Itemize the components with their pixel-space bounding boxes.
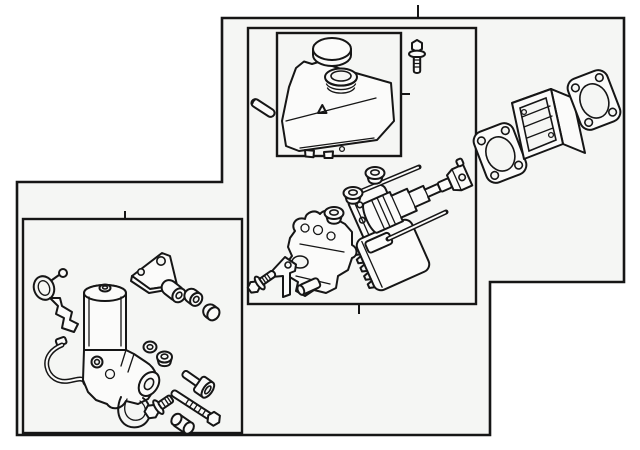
inset-box-master-cylinder[interactable] — [246, 26, 478, 306]
reservoir-assembly[interactable] — [281, 37, 395, 159]
stopper-bolt[interactable] — [245, 267, 279, 297]
bracket-bushing — [160, 279, 187, 304]
hydraulic-unit-group[interactable] — [30, 252, 222, 436]
grommet-small-1 — [142, 340, 158, 354]
reservoir-cap — [312, 37, 352, 67]
bushing-plain — [202, 303, 221, 322]
bushing-with-hole — [183, 287, 204, 307]
reservoir-filler-neck — [324, 67, 358, 94]
spacer-sleeve — [170, 412, 195, 435]
grommet-2[interactable] — [342, 186, 364, 205]
inset-box-hydraulic-unit[interactable] — [21, 217, 244, 435]
inset-box-reservoir[interactable] — [275, 31, 403, 158]
harness-clip — [32, 268, 79, 333]
shoulder-bolt — [181, 369, 216, 399]
reservoir-tank — [281, 60, 395, 159]
grommet-3[interactable] — [364, 166, 386, 185]
flange-bolt[interactable] — [408, 39, 426, 74]
spacer-block[interactable] — [511, 88, 586, 160]
stopper-bracket[interactable] — [270, 256, 297, 298]
hydraulic-pump-body — [82, 349, 161, 429]
accumulator-cylinder — [83, 283, 127, 358]
roll-pin[interactable] — [250, 98, 276, 119]
flange-bolt-small — [143, 394, 175, 420]
stud-bolt — [170, 389, 221, 427]
grommet-small-2 — [156, 350, 173, 368]
grommet-1[interactable] — [323, 206, 345, 225]
